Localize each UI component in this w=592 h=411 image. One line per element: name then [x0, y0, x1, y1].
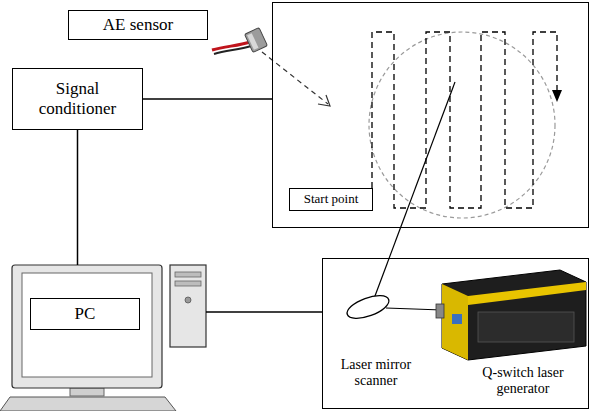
keyboard — [0, 397, 176, 411]
specimen-area: Start point — [272, 2, 589, 228]
scanner-mirror — [344, 291, 392, 323]
node-label: Signal conditioner — [22, 79, 134, 118]
laser-unit: Laser mirror scanner Q-switch laser gener… — [322, 258, 589, 409]
signal-wire — [206, 311, 322, 313]
component-label: Q-switch laser generator — [463, 365, 583, 397]
sensor-pointer-head — [318, 95, 330, 106]
pc-tower — [170, 265, 206, 347]
scan-circle — [369, 32, 555, 218]
monitor — [12, 265, 162, 388]
process-box: Signal conditioner — [12, 68, 143, 130]
laser-beam — [386, 308, 442, 310]
signal-wire — [77, 130, 79, 265]
pc-label: PC — [30, 298, 140, 330]
label-box: AE sensor — [68, 10, 208, 40]
laser-generator — [436, 270, 586, 360]
monitor-stand — [70, 388, 104, 396]
drive-bay — [175, 281, 201, 286]
scan-path — [372, 32, 557, 208]
scan-arrowhead — [552, 90, 562, 102]
node-label: AE sensor — [103, 15, 173, 35]
node-label: Start point — [304, 192, 359, 207]
component-label: Laser mirror scanner — [325, 357, 427, 389]
laser-beam — [372, 82, 455, 304]
power-button — [185, 297, 191, 303]
ae-sensor-symbol — [245, 28, 268, 53]
monitor-screen — [22, 273, 152, 377]
drive-bay — [175, 272, 201, 277]
signal-wire — [143, 98, 272, 100]
computer: PC — [12, 265, 206, 411]
start-point-box: Start point — [289, 188, 373, 211]
sensor-cable-black — [214, 46, 251, 54]
